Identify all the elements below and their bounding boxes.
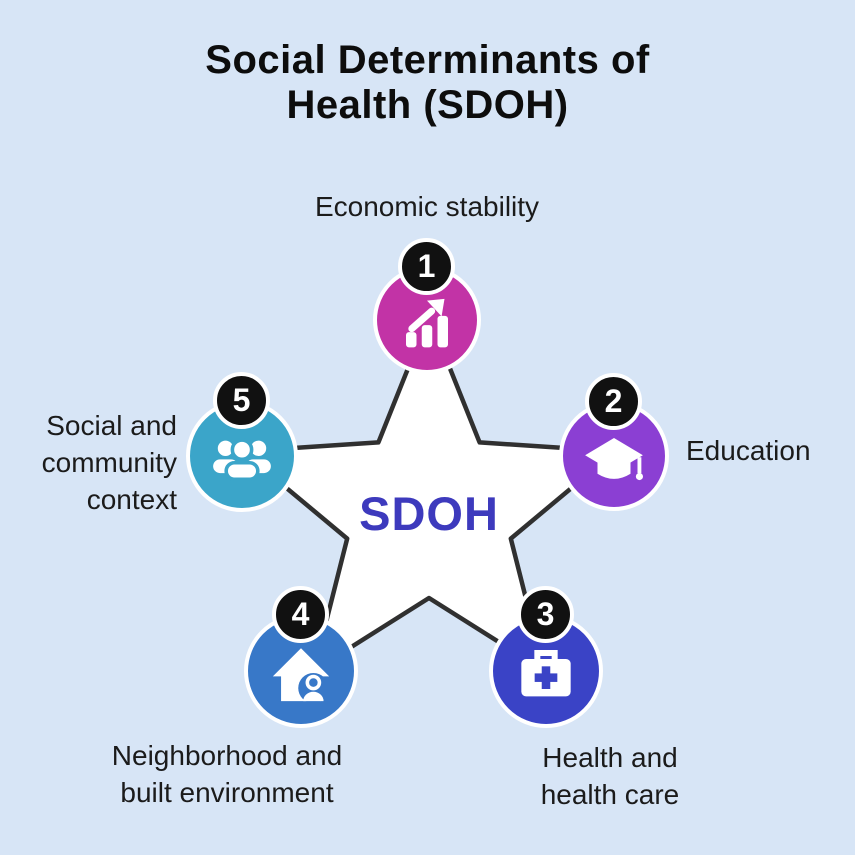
label-economic-stability: Economic stability <box>314 191 540 222</box>
label-health-care: Health and health care <box>540 742 680 810</box>
first-aid-kit-icon <box>521 650 571 697</box>
circle-education <box>559 401 669 511</box>
graduation-cap-icon <box>585 438 644 481</box>
label-neighborhood: Neighborhood and built environment <box>111 740 343 808</box>
center-label: SDOH <box>359 487 499 540</box>
bar-chart-growth-icon <box>406 298 448 348</box>
number-badge-3: 3 <box>517 586 574 643</box>
label-education: Education <box>686 435 811 466</box>
people-group-icon <box>213 438 271 482</box>
number-badge-1: 1 <box>398 238 455 295</box>
page-title: Social Determinants of Health (SDOH) <box>205 38 650 127</box>
number-badge-2: 2 <box>585 373 642 430</box>
house-person-icon <box>272 648 330 704</box>
number-badge-5: 5 <box>213 372 270 429</box>
label-social-context: Social and community context <box>41 410 177 515</box>
number-badge-4: 4 <box>272 586 329 643</box>
